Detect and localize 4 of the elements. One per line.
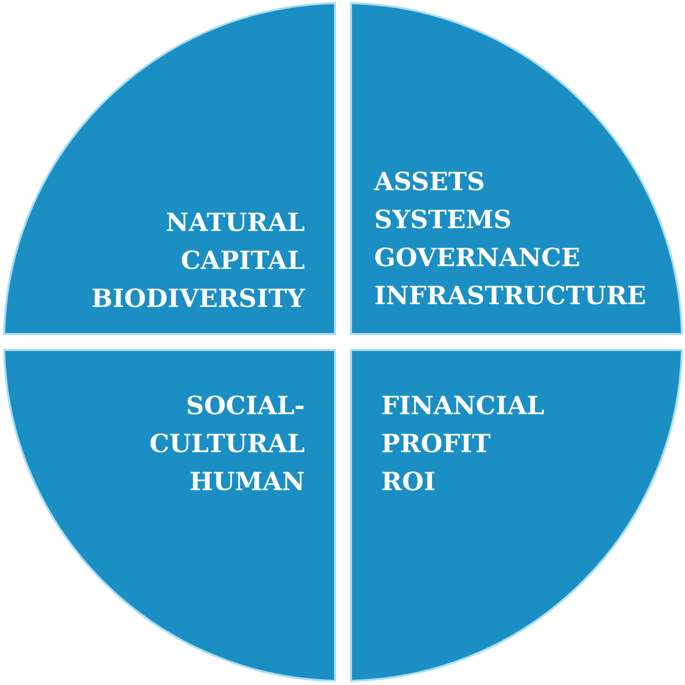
quadrant: FINANCIAL PROFIT ROI [350, 349, 683, 682]
quadrant: SOCIAL-CULTURAL HUMAN [3, 349, 336, 682]
quadrant: NATURAL CAPITAL BIODIVERSITY [3, 2, 336, 335]
quadrant: ASSETS SYSTEMS GOVERNANCE INFRASTRUCTURE [350, 2, 683, 335]
